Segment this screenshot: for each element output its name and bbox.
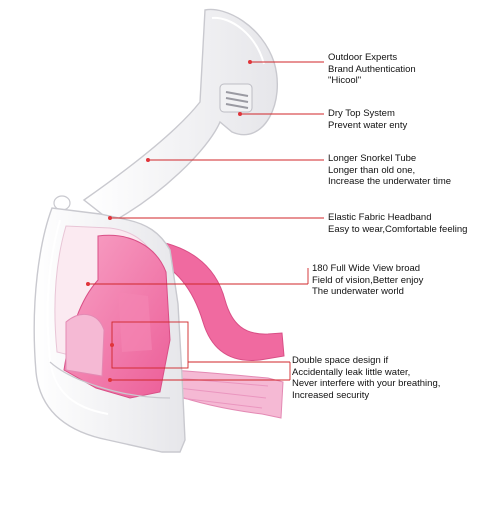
callout-dry-top-line-1: Dry Top System bbox=[328, 108, 395, 119]
callout-snorkel-tube-line-2: Longer than old one, bbox=[328, 164, 416, 176]
callout-snorkel-tube-line-1: Longer Snorkel Tube bbox=[328, 153, 417, 164]
callout-snorkel-tube-line-3: Increase the underwater time bbox=[328, 176, 452, 187]
callout-double-space-line-1: Double space design if bbox=[292, 355, 389, 366]
callout-double-space-line-2: Accidentally leak little water, bbox=[292, 366, 411, 378]
callout-view-line-3: The underwater world bbox=[312, 286, 404, 297]
leader-lines bbox=[88, 61, 324, 381]
callout-dry-top: Dry Top System Prevent water enty bbox=[328, 108, 407, 131]
callout-double-space: Double space design if Accidentally leak… bbox=[292, 355, 440, 401]
callout-dry-top-line-2: Prevent water enty bbox=[328, 119, 408, 131]
callout-brand-line-1: Outdoor Experts bbox=[328, 52, 398, 63]
callout-view: 180 Full Wide View broad Field of vision… bbox=[312, 263, 423, 298]
callout-view-line-2: Field of vision,Better enjoy bbox=[312, 274, 424, 286]
leader-dots bbox=[86, 60, 252, 382]
callout-double-space-line-3: Never interfere with your breathing, bbox=[292, 378, 441, 389]
callout-view-line-1: 180 Full Wide View broad bbox=[312, 263, 421, 274]
callout-brand-line-2: Brand Authentication bbox=[328, 63, 416, 75]
callout-snorkel-tube: Longer Snorkel Tube Longer than old one,… bbox=[328, 153, 451, 188]
callout-double-space-line-4: Increased security bbox=[292, 389, 370, 401]
dry-top-valve-icon bbox=[219, 83, 253, 113]
callout-brand-line-3: "Hicool" bbox=[328, 75, 362, 86]
snorkel-tube-icon bbox=[53, 8, 278, 223]
breathing-chamber-icon bbox=[63, 234, 171, 399]
callout-headband-line-1: Elastic Fabric Headband bbox=[328, 212, 432, 223]
strap-icon bbox=[149, 239, 285, 423]
callout-headband-line-2: Easy to wear,Comfortable feeling bbox=[328, 223, 468, 235]
callout-headband: Elastic Fabric Headband Easy to wear,Com… bbox=[328, 212, 467, 235]
callout-brand: Outdoor Experts Brand Authentication "Hi… bbox=[328, 52, 416, 87]
